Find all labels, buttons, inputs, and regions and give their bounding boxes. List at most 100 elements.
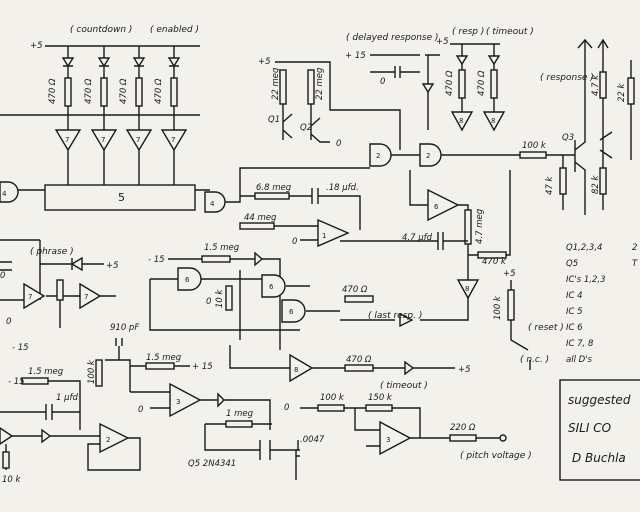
capacitor-icon — [394, 66, 401, 78]
rail-zero-ic6: 0 — [206, 297, 211, 307]
resistor-value: 470 Ω — [119, 78, 129, 104]
fet-part-label: Q5 2N4341 — [188, 459, 236, 469]
resistor-icon — [490, 69, 498, 99]
resistor-value: 1.5 meg — [28, 367, 64, 377]
resistor-value: 470 Ω — [48, 78, 58, 104]
resistor-value: 82 k — [591, 174, 601, 194]
resistor-icon — [519, 151, 547, 159]
resistor-icon — [145, 362, 175, 370]
buffer-icon — [450, 111, 474, 132]
legend-ic6: IC 6 — [566, 323, 583, 333]
ic5-label: 5 — [118, 191, 125, 204]
ic-number: 6 — [434, 203, 439, 211]
resistor-value: 10 k — [2, 475, 22, 485]
led-column-1: 470 Ω — [48, 46, 75, 130]
nand-gate-icon — [261, 274, 286, 298]
resistor-icon — [239, 222, 275, 230]
opamp-icon — [0, 427, 14, 445]
label-reset: ( reset ) — [528, 323, 564, 333]
buffer-icon — [54, 129, 82, 152]
legend-ic5: IC 5 — [566, 307, 583, 317]
resistor-value: 470 Ω — [84, 78, 94, 104]
ic-number: 2 — [426, 152, 430, 160]
capacitor-value: 910 pF — [110, 323, 139, 333]
led-icon — [167, 57, 181, 68]
label-enabled: ( enabled ) — [150, 25, 199, 35]
label-countdown: ( countdown ) — [70, 25, 132, 35]
legend-col2-b: T — [632, 259, 638, 269]
parts-legend: Q1,2,3,4 2 Q5 T IC's 1,2,3 IC 4 IC 5 IC … — [566, 243, 638, 365]
resistor-icon — [2, 451, 10, 469]
capacitor-icon — [311, 188, 319, 204]
resistor-icon — [507, 289, 515, 321]
transistor-label-q1: Q1 — [268, 115, 280, 125]
ic-number: 6 — [289, 308, 294, 316]
capacitor-icon — [105, 338, 131, 392]
inverter-icon — [79, 282, 102, 310]
capacitor-value: 1 μfd — [56, 393, 79, 403]
nand-gate-icon — [281, 299, 306, 323]
resistor-value: 470 Ω — [477, 70, 487, 96]
legend-ic123: IC's 1,2,3 — [566, 275, 606, 285]
resistor-value: 100 k — [522, 141, 547, 151]
led-icon — [455, 55, 469, 66]
resistor-icon — [100, 77, 108, 107]
resistor-icon — [225, 420, 253, 428]
nand-gate-icon — [204, 191, 226, 213]
resistor-value: 1.5 meg — [146, 353, 182, 363]
nand-gate-icon — [0, 181, 19, 203]
resistor-icon — [56, 279, 64, 301]
ic-number: 7 — [171, 136, 175, 144]
led-icon — [487, 55, 501, 66]
ic-number: 8 — [491, 117, 495, 125]
ic-number: 7 — [101, 136, 105, 144]
resistor-value: 470 k — [482, 257, 507, 267]
rail-plus5-reset: +5 — [503, 269, 516, 279]
legend-ic78: IC 7, 8 — [566, 339, 594, 349]
resistor-icon — [627, 77, 635, 105]
resistor-icon — [458, 69, 466, 99]
led-icon — [97, 57, 111, 68]
legend-col2-a: 2 — [632, 243, 637, 253]
inverter-icon — [23, 282, 46, 310]
resistor-value: 470 Ω — [154, 78, 164, 104]
diode-icon — [41, 428, 52, 444]
nand-gate-icon — [419, 143, 442, 167]
ic-number: 7 — [65, 136, 69, 144]
resistor-value: 10 k — [215, 288, 225, 308]
resistor-value: 47 k — [545, 175, 555, 195]
ic-number: 8 — [465, 285, 469, 293]
label-timeout-top: ( timeout ) — [486, 27, 534, 37]
led-column-3: 470 Ω — [119, 46, 146, 130]
rail-plus5-phrase: +5 — [106, 261, 119, 271]
resistor-icon — [225, 285, 233, 311]
label-timeout-bottom: ( timeout ) — [380, 381, 428, 391]
resistor-icon — [307, 69, 315, 105]
resistor-icon — [170, 77, 178, 107]
rail-minus15-mid: - 15 — [148, 255, 165, 265]
ic-number: 7 — [28, 293, 32, 301]
resistor-icon — [317, 404, 345, 412]
label-pitch-voltage: ( pitch voltage ) — [460, 451, 532, 461]
resistor-icon — [344, 295, 374, 303]
led-icon — [70, 256, 83, 272]
rail-plus15-top: + 15 — [345, 51, 366, 61]
nand-gate-icon — [177, 267, 202, 291]
rail-plus5-top-left: +5 — [30, 41, 43, 51]
buffer-icon — [125, 129, 153, 152]
resistor-value: 4.7 meg — [475, 208, 485, 244]
rail-zero-ic1: 0 — [292, 237, 297, 247]
opamp-icon — [379, 420, 412, 456]
resistor-icon — [365, 404, 393, 412]
ic-number: 7 — [136, 136, 140, 144]
capacitor-icon — [437, 232, 444, 250]
fet-icon — [204, 423, 297, 480]
capacitor-value: 4.7 μfd — [402, 233, 433, 243]
buffer-icon — [90, 129, 118, 152]
label-resp: ( resp ) — [452, 27, 484, 37]
led-icon — [61, 57, 75, 68]
capacitor-icon — [0, 261, 12, 271]
ic-number: 6 — [269, 283, 274, 291]
resistor-value: 470 Ω — [346, 355, 372, 365]
opamp-icon — [169, 382, 202, 418]
